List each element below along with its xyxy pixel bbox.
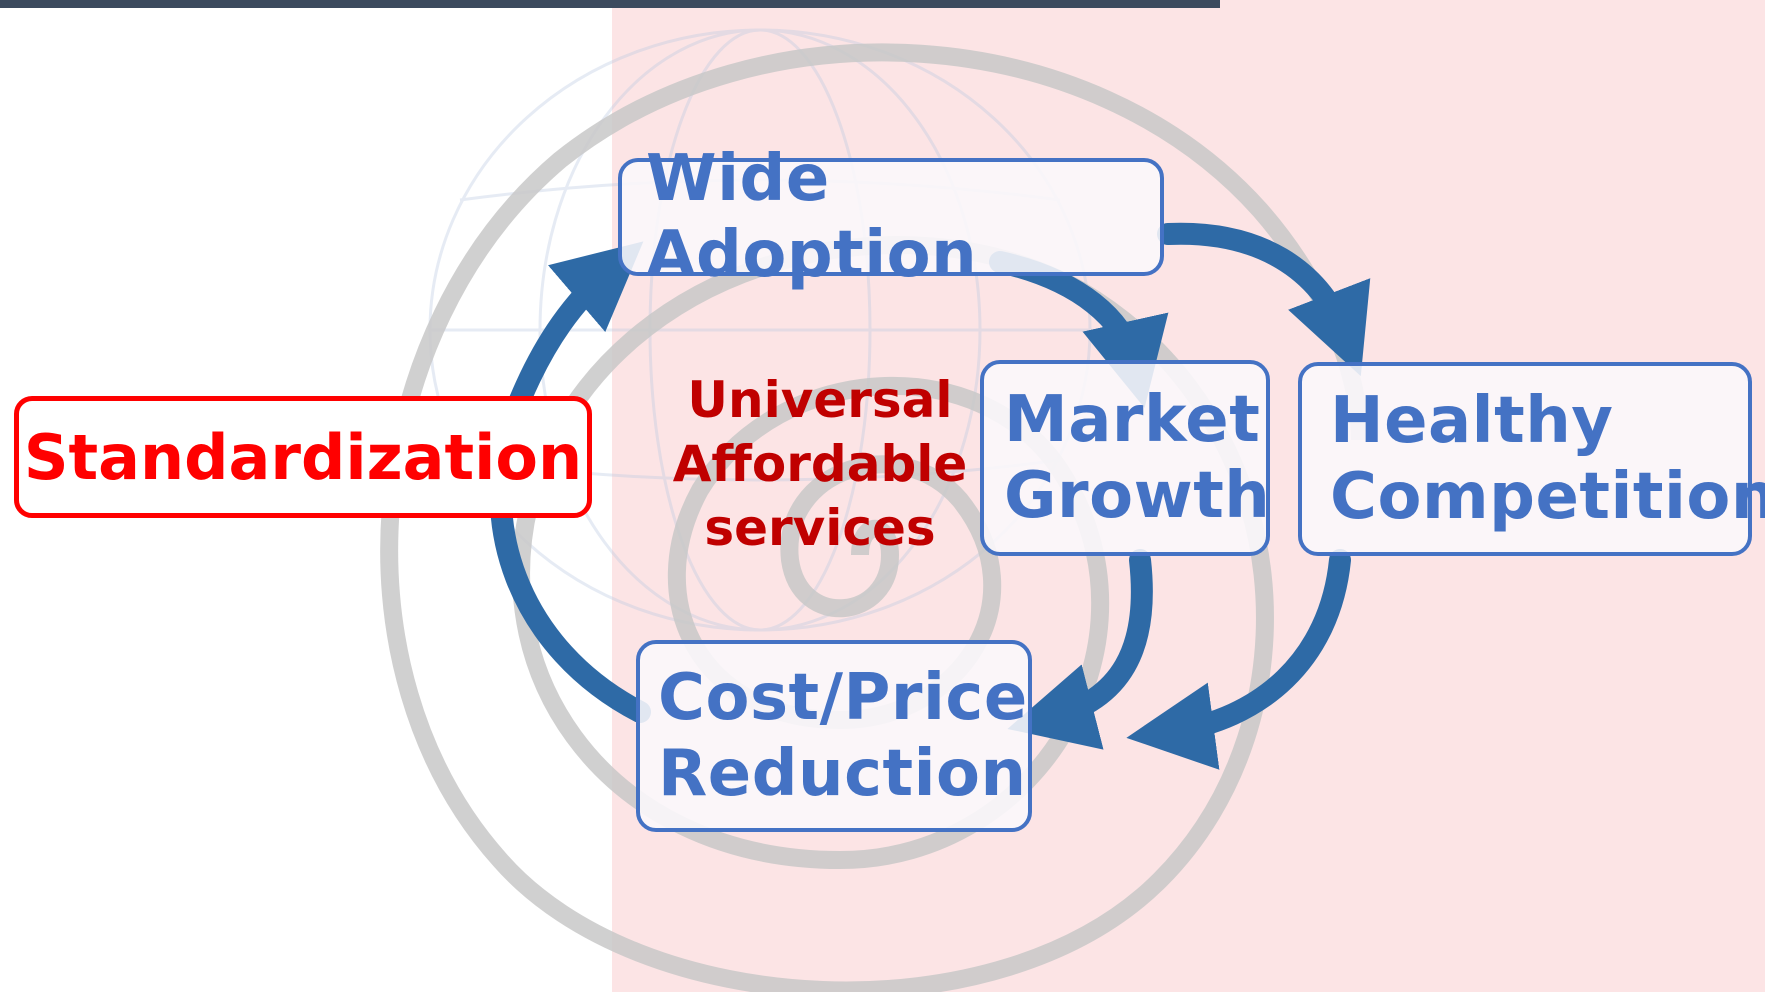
cost-price-reduction-label: Cost/Price Reduction (658, 661, 1028, 811)
healthy-competition-box: Healthy Competition (1298, 362, 1765, 556)
standardization-box: Standardization (14, 396, 592, 518)
healthy-competition-label: Healthy Competition (1330, 384, 1765, 534)
arrow-market-to-cost (1007, 549, 1153, 750)
arrow-adoption-to-competition (1157, 222, 1371, 377)
arrow-competition-to-cost (1126, 549, 1351, 770)
wide-adoption-label: Wide Adoption (646, 142, 978, 292)
title-underline (0, 0, 1220, 8)
market-growth-box: Market Growth (980, 360, 1270, 556)
wide-adoption-box: Wide Adoption (618, 142, 1164, 292)
cost-price-reduction-box: Cost/Price Reduction (636, 640, 1032, 832)
universal-affordable-services-label: Universal Affordable services (672, 371, 968, 557)
market-growth-label: Market Growth (1004, 383, 1271, 533)
